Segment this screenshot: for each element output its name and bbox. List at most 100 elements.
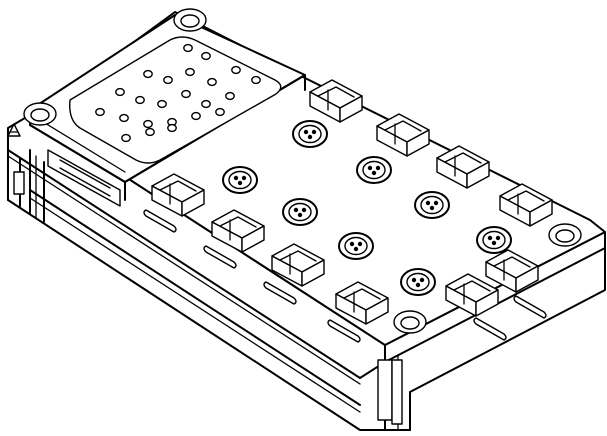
left-face-rail [47,149,121,207]
connector-pin [297,212,303,218]
bus-pin [207,77,217,87]
connector-pin [301,207,307,213]
slot-inner [444,152,482,164]
connector-pin [233,175,239,181]
front-window [143,209,177,233]
bus-pin-array [95,43,261,143]
m8-connector [282,198,318,226]
mounting-hole-inner [180,14,200,28]
front-window [513,295,547,319]
connector-pin [433,200,439,206]
bus-pin [251,75,261,85]
connector-pin [349,241,355,247]
mounting-hole [173,8,207,32]
front-windows [143,209,547,343]
connector-pin [411,277,417,283]
slot-inner [507,190,545,202]
front-window [327,319,361,343]
connector-array [222,120,512,296]
bus-pin [119,113,129,123]
bus-pin [143,69,153,79]
slot-inner [219,216,257,228]
latch-slot [335,281,389,325]
connector-pin [353,246,359,252]
latch-slot [211,209,265,253]
connector-socket [298,124,322,144]
slot-inner [159,180,197,192]
left-end-ribs [7,149,45,223]
latch-slot [499,183,553,227]
connector-pin [357,241,363,247]
bus-pin [215,107,225,117]
connector-pin [491,240,497,246]
bus-pin [201,51,211,61]
connector-pin [429,205,435,211]
slot-side [339,95,363,123]
latch-slot [151,173,205,217]
connector-pin [237,180,243,186]
m8-connector [338,232,374,260]
mounting-hole [393,310,427,334]
latch-slot [376,113,430,157]
mounting-hole-inner [30,108,50,122]
bus-pin [143,119,153,129]
slot-inner [453,280,491,292]
slot-array [151,79,553,325]
connector-pin [293,207,299,213]
slot-side [475,289,499,317]
bus-pin [157,99,167,109]
connector-socket [406,272,430,292]
connector-socket [362,160,386,180]
connector-socket [228,170,252,190]
slot-inner [317,86,355,98]
bus-pin [225,91,235,101]
mounting-hole-inner [555,229,575,243]
slot-side [466,161,490,189]
m8-connector [356,156,392,184]
connector-pin [367,165,373,171]
bus-module [29,14,306,201]
connector-pin [495,235,501,241]
bus-pin [191,111,201,121]
slot-inner [384,120,422,132]
m8-connector [414,191,450,219]
slot-inner [493,256,531,268]
latch-slot [309,79,363,123]
bus-pin [135,95,145,105]
connector-socket [344,236,368,256]
bus-pin [115,87,125,97]
connector-pin [415,282,421,288]
m8-connector [400,268,436,296]
m8-connector [222,166,258,194]
slot-inner [343,288,381,300]
mounting-holes [23,8,582,334]
connector-socket [288,202,312,222]
bus-pin [183,43,193,53]
connector-socket [420,195,444,215]
mounting-hole [23,102,57,126]
bus-pin [163,75,173,85]
latch-slot [445,273,499,317]
mounting-hole-inner [400,316,420,330]
m8-connector [292,120,328,148]
connector-pin [311,129,317,135]
connector-socket [482,230,506,250]
bus-pin [167,123,177,133]
slot-side [529,199,553,227]
connector-pin [371,170,377,176]
triangle-logo [7,123,21,137]
latch-slot [271,243,325,287]
slot-side [406,129,430,157]
latch-slot [485,249,539,293]
slot-side [241,225,265,253]
front-window [473,317,507,341]
bus-pin [185,67,195,77]
slot-side [181,189,205,217]
slot-side [301,259,325,287]
slot-inner [279,250,317,262]
connector-pin [241,175,247,181]
latch-slot [436,145,490,189]
connector-pin [375,165,381,171]
connector-pin [419,277,425,283]
